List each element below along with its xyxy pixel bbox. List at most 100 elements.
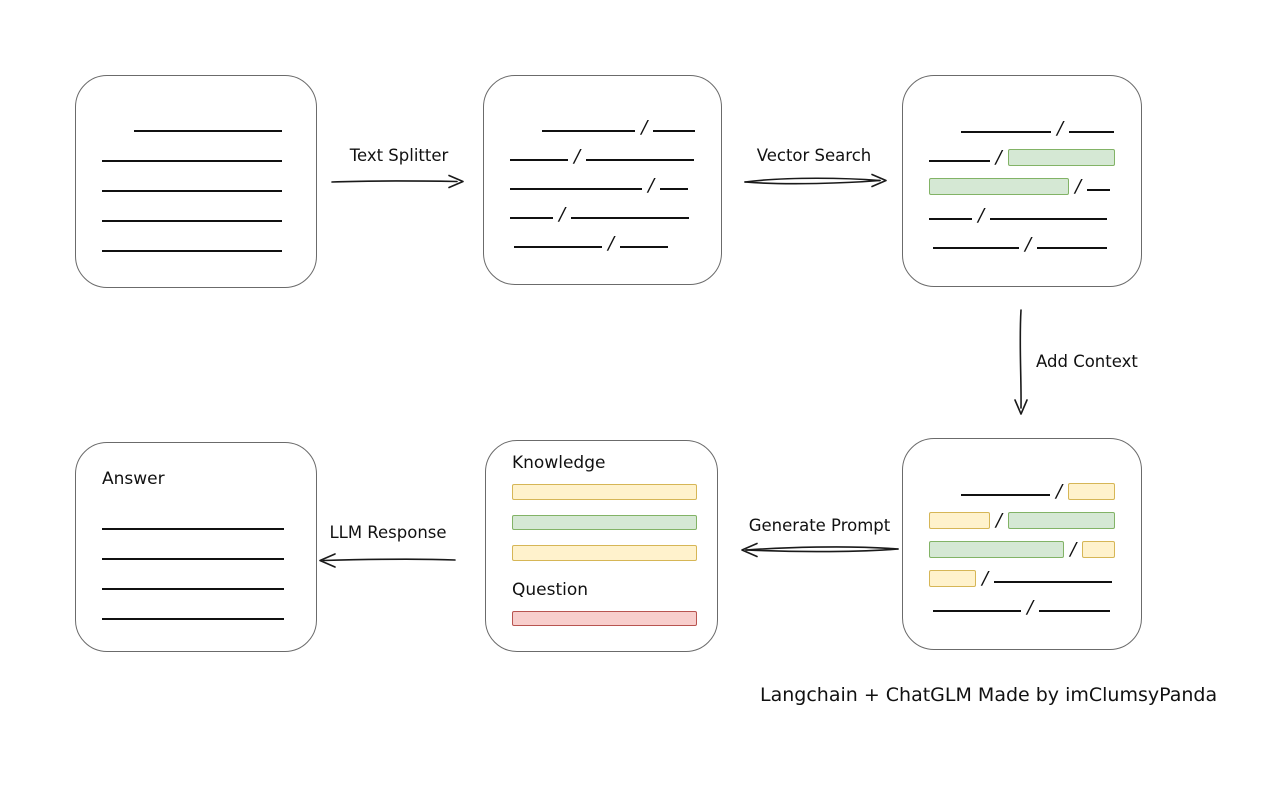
text-line (542, 129, 636, 132)
slash-separator: / (641, 116, 648, 138)
slash-separator: / (982, 567, 989, 589)
chunk-row: / (929, 501, 1115, 530)
generate-prompt-arrow (741, 542, 899, 558)
green-highlight-chip (1007, 511, 1115, 529)
text-line (620, 245, 669, 248)
chunk-row (102, 167, 290, 197)
arrow-line (331, 180, 458, 183)
split-chunks-box: / / / / / (483, 75, 722, 285)
answer-box: Answer (75, 442, 317, 652)
slash-separator: / (648, 174, 655, 196)
green-bar (512, 514, 697, 530)
text-line (660, 187, 689, 190)
llm-response-label: LLM Response (329, 523, 447, 542)
text-line (102, 618, 284, 620)
chunk-row: / (929, 530, 1115, 559)
vector-search-arrow (744, 173, 887, 188)
text-line (1087, 188, 1111, 191)
arrow-head (1014, 399, 1028, 415)
arrow-line (744, 177, 881, 183)
text-line (994, 580, 1113, 583)
slash-separator: / (1075, 175, 1082, 197)
text-line (102, 249, 282, 252)
chunk-row (102, 505, 290, 535)
yellow-highlight-chip (1068, 482, 1115, 500)
text-line (961, 130, 1051, 133)
arrow-line (1019, 309, 1022, 409)
vector-search-label: Vector Search (756, 146, 872, 165)
chunk-row: / (929, 196, 1115, 225)
text-line (134, 129, 282, 132)
llm-response-arrow (319, 553, 456, 568)
text-line (102, 558, 284, 560)
arrow-line (744, 179, 881, 185)
text-line (929, 159, 990, 162)
chunk-row: / (510, 166, 695, 195)
text-line (1069, 130, 1115, 133)
text-line (571, 216, 690, 219)
source-document-box (75, 75, 317, 288)
text-line (961, 493, 1050, 496)
diagram-caption: Langchain + ChatGLM Made by imClumsyPand… (760, 684, 1218, 706)
text-line (1039, 609, 1111, 612)
text-line (510, 158, 568, 161)
arrow-head (319, 553, 336, 568)
arrow-head (448, 174, 464, 189)
chunk-row (102, 595, 290, 625)
chunk-row: / (510, 137, 695, 166)
text-line (102, 528, 284, 530)
chunk-row (102, 137, 290, 167)
text-line (653, 129, 695, 132)
text-line (514, 245, 602, 248)
text-line (929, 217, 972, 220)
slash-separator: / (559, 203, 566, 225)
yellow-bar (512, 484, 697, 500)
slash-separator: / (1025, 233, 1032, 255)
slash-separator: / (608, 232, 615, 254)
text-line (510, 216, 553, 219)
arrow-head (741, 542, 758, 558)
generate-prompt-label: Generate Prompt (748, 516, 891, 535)
slash-separator: / (1057, 117, 1064, 139)
chunk-row: / (929, 167, 1115, 196)
text-splitter-arrow (331, 174, 464, 189)
arrow-line (745, 548, 899, 553)
add-context-arrow (1014, 309, 1028, 415)
chunk-row (102, 227, 290, 257)
green-highlight-chip (1007, 148, 1115, 166)
chunk-row: / (542, 108, 695, 137)
context-chunks-box: ///// (902, 438, 1142, 650)
matched-chunks-box: / / / / / (902, 75, 1142, 287)
text-line (102, 189, 282, 192)
text-line (933, 246, 1019, 249)
arrow-line (745, 546, 899, 551)
chunk-row: / (510, 195, 695, 224)
slash-separator: / (1070, 538, 1077, 560)
red-bar (512, 610, 697, 626)
text-line (586, 158, 695, 161)
slash-separator: / (1055, 480, 1063, 502)
chunk-row (134, 107, 290, 137)
box-heading: Knowledge (512, 453, 606, 473)
chunk-row: / (933, 225, 1115, 254)
yellow-bar (512, 545, 697, 561)
slash-separator: / (978, 204, 985, 226)
chunk-row (102, 565, 290, 595)
arrow-line (322, 558, 456, 562)
text-line (990, 217, 1108, 220)
add-context-label: Add Context (1036, 352, 1138, 371)
yellow-highlight-chip (929, 569, 976, 587)
text-line (102, 588, 284, 590)
chunk-row: / (929, 138, 1115, 167)
chunk-row: / (514, 224, 695, 253)
green-highlight-chip (929, 177, 1069, 195)
chunk-row: / (929, 559, 1115, 588)
slash-separator: / (995, 146, 1002, 168)
yellow-highlight-chip (929, 511, 990, 529)
text-splitter-label: Text Splitter (349, 146, 449, 165)
slash-separator: / (574, 145, 581, 167)
chunk-row: / (961, 472, 1115, 501)
green-highlight-chip (929, 540, 1065, 558)
